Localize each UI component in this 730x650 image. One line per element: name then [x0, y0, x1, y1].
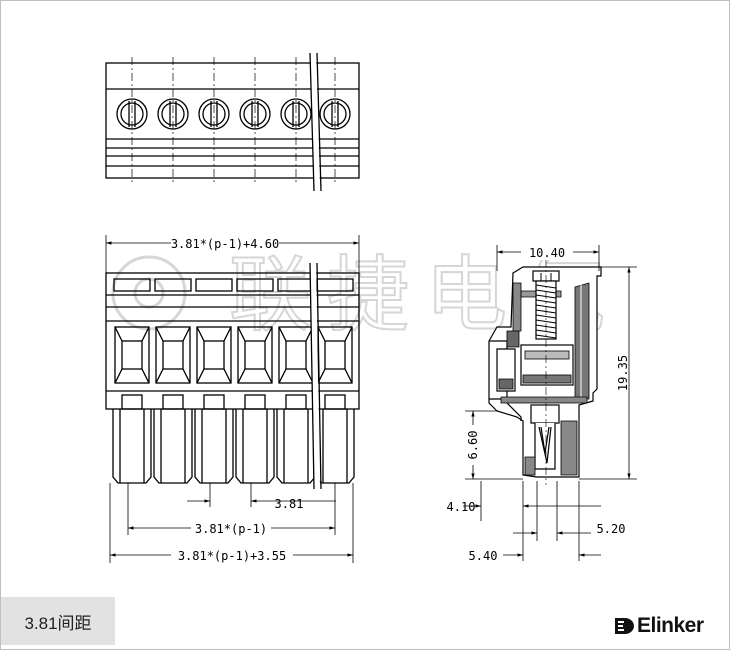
wire-entry [236, 278, 274, 384]
pin-leg [276, 394, 316, 484]
screw-head [319, 98, 351, 130]
pin-leg [112, 394, 152, 484]
dim-4-10: 4.10 [447, 500, 476, 514]
brand-name: Elinker [637, 614, 704, 637]
dim-side-height: 19.35 [616, 355, 630, 391]
pin-leg [235, 394, 275, 484]
front-dimension-labels: 3.81*(p-1)+4.60 3.81 3.81*(p-1) 3.81*(p-… [171, 235, 304, 563]
dim-pitch: 3.81 [275, 497, 304, 511]
wire-entry [113, 278, 151, 384]
wire-entry [195, 278, 233, 384]
dim-5-20: 5.20 [597, 522, 626, 536]
wire-entry [154, 278, 192, 384]
dim-pin-height: 6.60 [466, 431, 480, 460]
screw-head [116, 98, 148, 130]
dim-overall-top: 3.81*(p-1)+4.60 [171, 237, 279, 251]
pin-leg [153, 394, 193, 484]
wire-entry [316, 278, 354, 384]
screw-head [280, 98, 312, 130]
dim-pitch-span: 3.81*(p-1) [195, 522, 267, 536]
screw-head [157, 98, 189, 130]
dim-side-width: 10.40 [529, 246, 565, 260]
side-dimension-labels: 10.40 19.35 6.60 4.10 5.20 5.40 [447, 244, 630, 563]
elinker-logo-icon [615, 618, 634, 634]
wire-entry [277, 278, 315, 384]
dim-5-40: 5.40 [469, 549, 498, 563]
top-view [105, 52, 360, 192]
pitch-badge: 3.81间距 [1, 597, 115, 645]
screw-head [239, 98, 271, 130]
side-view [488, 259, 602, 485]
front-dimensions [105, 235, 360, 563]
technical-drawing: 联捷电气 [105, 52, 637, 563]
dim-overall-bottom: 3.81*(p-1)+3.55 [178, 549, 286, 563]
front-view [105, 262, 360, 490]
screw-head [198, 98, 230, 130]
pin-leg [194, 394, 234, 484]
pin-leg [315, 394, 355, 484]
brand-logo: Elinker [613, 613, 704, 639]
